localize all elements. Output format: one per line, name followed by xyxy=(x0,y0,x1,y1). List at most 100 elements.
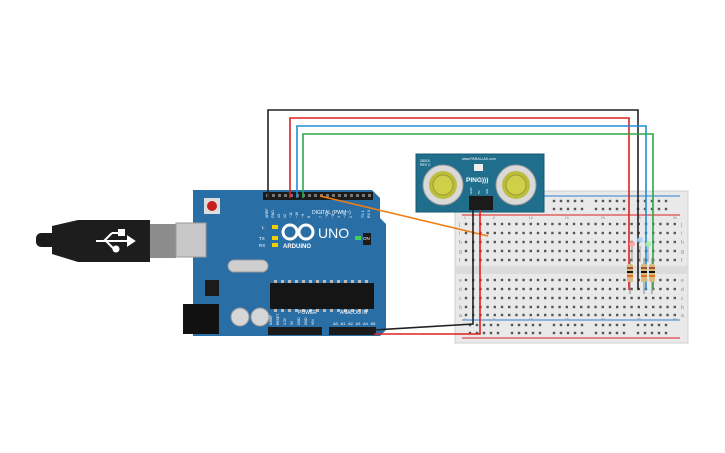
power-rail-hole[interactable] xyxy=(580,331,584,335)
analog-header[interactable] xyxy=(329,327,376,335)
terminal-hole[interactable] xyxy=(587,296,590,300)
power-rail-hole[interactable] xyxy=(510,323,514,327)
power-rail-hole[interactable] xyxy=(622,207,626,211)
terminal-hole[interactable] xyxy=(630,313,633,317)
terminal-hole[interactable] xyxy=(608,231,612,235)
terminal-hole[interactable] xyxy=(673,231,676,235)
header-pin[interactable] xyxy=(362,194,365,197)
power-rail-hole[interactable] xyxy=(552,207,556,211)
terminal-hole[interactable] xyxy=(500,249,504,253)
terminal-hole[interactable] xyxy=(536,222,540,226)
power-rail-hole[interactable] xyxy=(531,331,535,335)
terminal-hole[interactable] xyxy=(608,249,612,253)
terminal-hole[interactable] xyxy=(673,249,676,253)
terminal-hole[interactable] xyxy=(565,249,568,253)
terminal-hole[interactable] xyxy=(572,313,576,317)
terminal-hole[interactable] xyxy=(623,222,626,226)
header-pin[interactable] xyxy=(278,194,281,197)
terminal-hole[interactable] xyxy=(666,296,669,300)
terminal-hole[interactable] xyxy=(623,305,626,309)
terminal-hole[interactable] xyxy=(515,313,518,317)
power-rail-hole[interactable] xyxy=(566,331,570,335)
power-rail-hole[interactable] xyxy=(650,207,654,211)
terminal-hole[interactable] xyxy=(565,287,568,291)
wires[interactable] xyxy=(267,109,654,335)
terminal-hole[interactable] xyxy=(522,249,525,253)
power-rail-hole[interactable] xyxy=(608,331,612,335)
resistor-2[interactable] xyxy=(641,258,647,294)
terminal-hole[interactable] xyxy=(515,296,518,300)
terminal-hole[interactable] xyxy=(659,222,662,226)
terminal-hole[interactable] xyxy=(464,296,468,300)
terminal-hole[interactable] xyxy=(580,249,583,253)
power-rail-hole[interactable] xyxy=(643,207,647,211)
power-rail-hole[interactable] xyxy=(601,199,605,203)
terminal-hole[interactable] xyxy=(572,296,576,300)
terminal-hole[interactable] xyxy=(551,258,554,262)
terminal-hole[interactable] xyxy=(594,249,597,253)
terminal-hole[interactable] xyxy=(544,258,547,262)
power-rail-hole[interactable] xyxy=(482,323,486,327)
terminal-hole[interactable] xyxy=(558,287,561,291)
terminal-hole[interactable] xyxy=(551,278,554,282)
terminal-hole[interactable] xyxy=(522,240,525,244)
power-rail-hole[interactable] xyxy=(496,331,500,335)
terminal-hole[interactable] xyxy=(544,249,547,253)
terminal-hole[interactable] xyxy=(616,258,619,262)
terminal-hole[interactable] xyxy=(464,222,468,226)
terminal-hole[interactable] xyxy=(515,278,518,282)
terminal-hole[interactable] xyxy=(522,287,525,291)
led-red[interactable] xyxy=(629,241,635,247)
terminal-hole[interactable] xyxy=(529,296,532,300)
power-rail-hole[interactable] xyxy=(601,331,605,335)
header-pin[interactable] xyxy=(308,194,311,197)
terminal-hole[interactable] xyxy=(551,305,554,309)
terminal-hole[interactable] xyxy=(565,222,568,226)
terminal-hole[interactable] xyxy=(558,249,561,253)
terminal-hole[interactable] xyxy=(508,240,511,244)
terminal-hole[interactable] xyxy=(515,249,518,253)
terminal-hole[interactable] xyxy=(486,296,489,300)
terminal-hole[interactable] xyxy=(572,240,576,244)
power-rail-hole[interactable] xyxy=(489,323,493,327)
header-pin[interactable] xyxy=(290,194,293,197)
header-pin[interactable] xyxy=(326,194,329,197)
power-rail-hole[interactable] xyxy=(657,199,661,203)
terminal-hole[interactable] xyxy=(529,278,532,282)
terminal-hole[interactable] xyxy=(637,305,640,309)
terminal-hole[interactable] xyxy=(486,313,489,317)
power-rail-hole[interactable] xyxy=(559,331,563,335)
terminal-hole[interactable] xyxy=(529,305,532,309)
terminal-hole[interactable] xyxy=(580,240,583,244)
terminal-hole[interactable] xyxy=(644,305,648,309)
terminal-hole[interactable] xyxy=(558,231,561,235)
power-rail-hole[interactable] xyxy=(622,199,626,203)
terminal-hole[interactable] xyxy=(623,287,626,291)
power-rail-hole[interactable] xyxy=(650,331,654,335)
terminal-hole[interactable] xyxy=(666,287,669,291)
terminal-hole[interactable] xyxy=(659,240,662,244)
terminal-hole[interactable] xyxy=(637,313,640,317)
terminal-hole[interactable] xyxy=(500,222,504,226)
terminal-hole[interactable] xyxy=(515,240,518,244)
terminal-hole[interactable] xyxy=(536,231,540,235)
power-rail-hole[interactable] xyxy=(643,199,647,203)
power-rail-hole[interactable] xyxy=(482,331,486,335)
terminal-hole[interactable] xyxy=(652,296,655,300)
terminal-hole[interactable] xyxy=(601,258,604,262)
terminal-hole[interactable] xyxy=(529,240,532,244)
terminal-hole[interactable] xyxy=(601,305,604,309)
terminal-hole[interactable] xyxy=(666,249,669,253)
terminal-hole[interactable] xyxy=(486,249,489,253)
terminal-hole[interactable] xyxy=(572,287,576,291)
terminal-hole[interactable] xyxy=(644,296,648,300)
terminal-hole[interactable] xyxy=(587,278,590,282)
terminal-hole[interactable] xyxy=(536,305,540,309)
terminal-hole[interactable] xyxy=(536,258,540,262)
terminal-hole[interactable] xyxy=(630,305,633,309)
terminal-hole[interactable] xyxy=(544,231,547,235)
terminal-hole[interactable] xyxy=(522,222,525,226)
terminal-hole[interactable] xyxy=(464,258,468,262)
terminal-hole[interactable] xyxy=(572,249,576,253)
power-rail-hole[interactable] xyxy=(608,199,612,203)
